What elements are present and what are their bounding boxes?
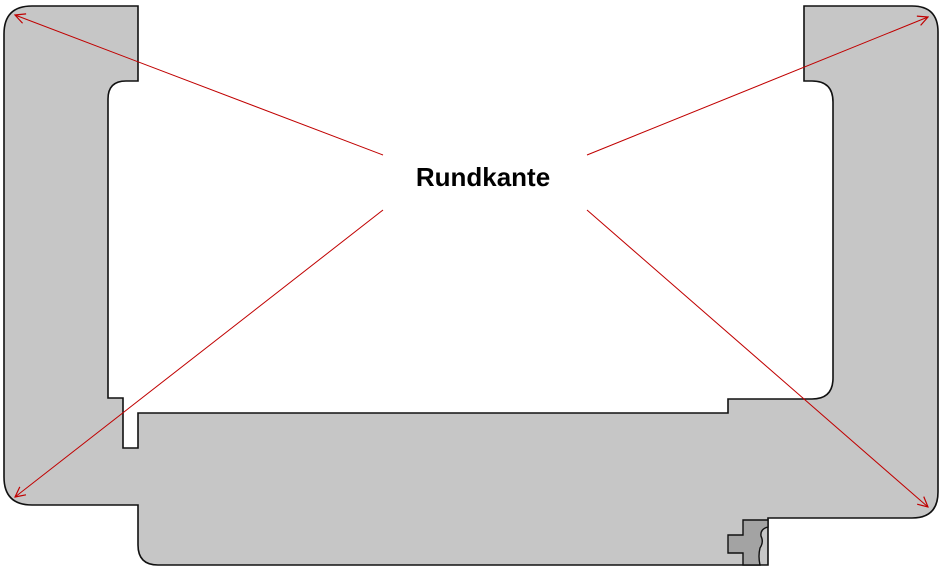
arrow-top-left [15,15,384,156]
arrow-bottom-right [586,209,928,507]
arrow-top-right [586,17,928,156]
insert-profile [727,519,769,566]
arrow-bottom-left [15,209,384,497]
frame-profile [3,5,939,566]
rounded-edge-label: Rundkante [415,162,551,192]
